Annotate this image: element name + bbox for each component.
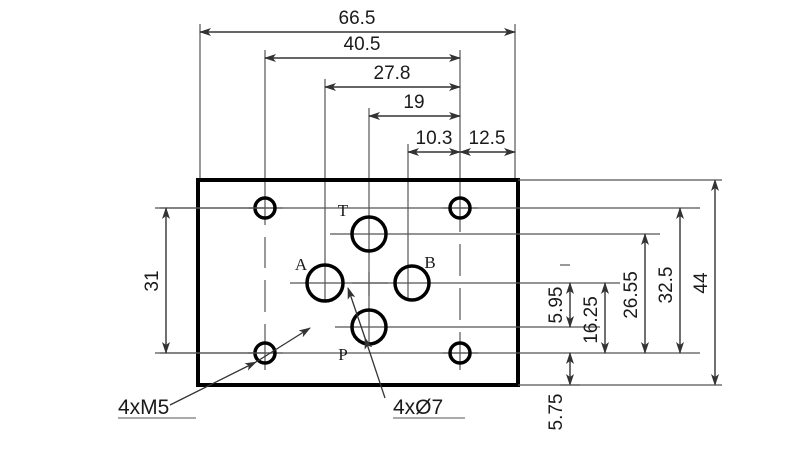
dim-label-44: 44 — [691, 272, 712, 294]
extension-lines-left — [155, 207, 265, 354]
dim-label-26-55: 26.55 — [621, 271, 642, 319]
port-hole-b — [393, 264, 431, 302]
dim-label-31: 31 — [142, 270, 163, 291]
leader-4xd7-b — [347, 287, 366, 339]
port-hole-t — [350, 215, 388, 253]
port-hole-a — [305, 263, 345, 303]
dim-label-5-95: 5.95 — [546, 287, 567, 324]
leader-4xm5-a — [169, 361, 257, 406]
mounting-holes — [253, 196, 472, 365]
extension-lines-top — [199, 24, 516, 270]
dim-label-12-5: 12.5 — [469, 128, 506, 149]
extension-lines-right — [518, 179, 722, 386]
dim-label-10-3: 10.3 — [416, 128, 453, 149]
port-label-b: B — [424, 253, 435, 272]
horizontal-dimension-lines — [199, 28, 516, 156]
dim-label-32-5: 32.5 — [656, 267, 677, 304]
leader-lines — [118, 287, 465, 419]
port-label-p: P — [338, 345, 347, 364]
leader-4xd7-a — [364, 337, 386, 399]
callout-4xm5: 4xM5 — [118, 396, 169, 419]
mount-hole-top-right — [448, 196, 472, 220]
dim-label-16-25: 16.25 — [581, 296, 602, 344]
dim-label-40-5: 40.5 — [344, 34, 381, 55]
mount-hole-bottom-right — [448, 341, 472, 365]
port-label-t: T — [338, 201, 349, 220]
dim-label-27-8: 27.8 — [374, 63, 411, 84]
port-label-a: A — [295, 255, 308, 274]
callout-4xd7: 4xØ7 — [393, 396, 443, 419]
dim-label-5-75: 5.75 — [546, 394, 567, 431]
dim-label-66-5: 66.5 — [339, 8, 376, 29]
leader-4xm5-b — [255, 327, 311, 363]
vertical-dimension-lines-right — [566, 179, 719, 386]
dim-label-19: 19 — [403, 92, 424, 113]
